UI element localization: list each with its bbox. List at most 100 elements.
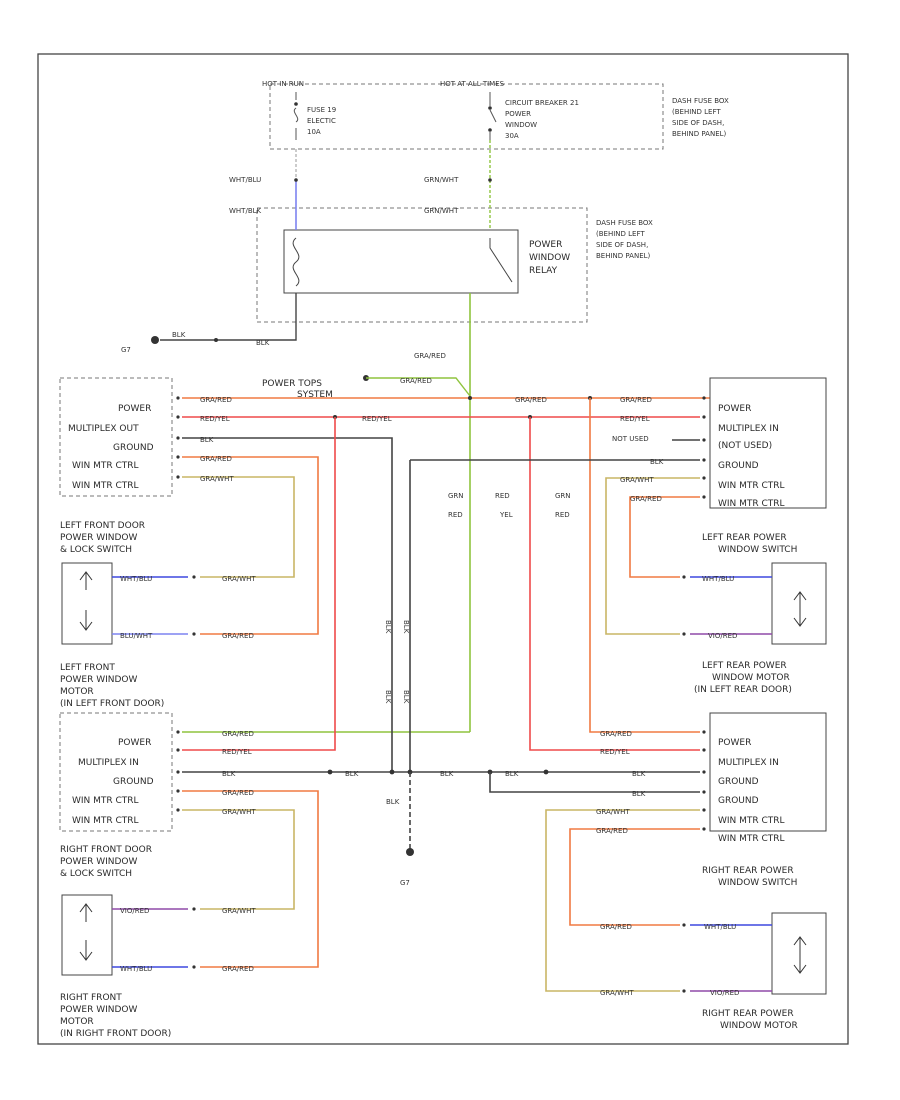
fusebox-location-2: (BEHIND LEFT — [672, 108, 721, 116]
lr-pin-not-used: (NOT USED) — [718, 441, 772, 451]
connector-pins — [176, 396, 706, 993]
lf-switch-name-1: LEFT FRONT DOOR — [60, 521, 145, 531]
lr-motor-wire-vio-red: VIO/RED — [708, 632, 737, 640]
lr-motor-wire-wht-blu: WHT/BLU — [702, 575, 734, 583]
relay-location-4: BEHIND PANEL) — [596, 252, 651, 260]
wire-blk-lr-ground — [409, 459, 700, 772]
vert-blk-label-1: BLK — [384, 620, 392, 634]
rr-motor-up-arrow-icon — [793, 936, 807, 955]
wire-blk-rr-ground-2 — [489, 772, 700, 793]
wire-gra-wht-lf-motor — [182, 476, 295, 578]
diagram-frame — [37, 53, 849, 1045]
dash-fuse-box: HOT IN RUN HOT AT ALL TIMES FUSE 19 ELEC… — [262, 80, 729, 180]
rr-wire-gra-wht: GRA/WHT — [596, 808, 630, 816]
lf-wire-blk: BLK — [200, 436, 214, 444]
power-tops-wire-label: GRA/RED — [400, 377, 432, 385]
rr-pin-ground-2: GROUND — [718, 796, 759, 806]
relay-out-gra-red: GRA/RED — [414, 352, 446, 360]
fuse-symbol — [293, 92, 299, 140]
fusebox-location-1: DASH FUSE BOX — [672, 97, 729, 105]
right-front-motor: RIGHT FRONT POWER WINDOW MOTOR (IN RIGHT… — [60, 894, 171, 1039]
vert-blk-label-3: BLK — [384, 690, 392, 704]
wire-blk-lf-ground — [182, 437, 393, 772]
hot-in-run-label: HOT IN RUN — [262, 80, 304, 88]
lf-motor-name-4: (IN LEFT FRONT DOOR) — [60, 699, 164, 709]
breaker-label-3: WINDOW — [505, 121, 537, 129]
rr-motor-name-1: RIGHT REAR POWER — [702, 1009, 794, 1019]
right-rear-motor: RIGHT REAR POWER WINDOW MOTOR — [702, 912, 827, 1031]
bus-wire-gra-red-2: GRA/RED — [515, 396, 547, 404]
rr-motor-name-2: WINDOW MOTOR — [720, 1021, 798, 1031]
rr-pin-ground-1: GROUND — [718, 777, 759, 787]
lf-motor-wire-gra-wht: GRA/WHT — [222, 575, 256, 583]
relay-wire-label-wht-blu: WHT/BLU — [229, 176, 261, 184]
rr-switch-name-1: RIGHT REAR POWER — [702, 866, 794, 876]
lr-pin-win-mtr-ctrl-2: WIN MTR CTRL — [718, 499, 785, 509]
rf-motor-wire-gra-red: GRA/RED — [222, 965, 254, 973]
lf-motor-wire-blu-wht: BLU/WHT — [120, 632, 153, 640]
rf-motor-down-arrow-icon — [79, 940, 93, 961]
left-front-switch: POWER MULTIPLEX OUT GROUND WIN MTR CTRL … — [59, 377, 173, 555]
power-tops-label-2: SYSTEM — [297, 390, 333, 400]
breaker-label-4: 30A — [505, 132, 519, 140]
lf-wire-red-yel-2: RED/YEL — [362, 415, 392, 423]
hot-at-all-times-label: HOT AT ALL TIMES — [440, 80, 505, 88]
mid-label-grn: GRN — [448, 492, 464, 500]
rr-pin-win-mtr-ctrl-1: WIN MTR CTRL — [718, 816, 785, 826]
rr-pin-multiplex-in: MULTIPLEX IN — [718, 758, 779, 768]
lf-pin-win-mtr-ctrl-1: WIN MTR CTRL — [72, 461, 139, 471]
wire-red-yel-rr — [529, 417, 700, 751]
relay-label-1: POWER — [529, 240, 562, 250]
ground-g7-top-icon — [151, 336, 159, 344]
rr-wire-blk: BLK — [632, 790, 646, 798]
wire-gra-red-lr — [629, 496, 700, 578]
lf-wire-gra-red-2: GRA/RED — [200, 455, 232, 463]
relay-contact — [489, 238, 513, 283]
relay-label-3: RELAY — [529, 266, 558, 276]
rf-motor-name-3: MOTOR — [60, 1017, 94, 1027]
lf-wire-gra-wht: GRA/WHT — [200, 475, 234, 483]
rf-motor-wire-wht-blu: WHT/BLU — [120, 965, 152, 973]
rr-pin-power: POWER — [718, 738, 751, 748]
rf-wire-gra-wht: GRA/WHT — [222, 808, 256, 816]
lr-pin-win-mtr-ctrl-1: WIN MTR CTRL — [718, 481, 785, 491]
mid-label-yel: YEL — [499, 511, 513, 519]
relay-wire-label-grn-wht-2: GRN/WHT — [424, 207, 459, 215]
lr-wire-red-yel: RED/YEL — [620, 415, 650, 423]
rf-switch-name-1: RIGHT FRONT DOOR — [60, 845, 152, 855]
rf-wire-gra-red-2: GRA/RED — [222, 789, 254, 797]
rr-wire-gra-red: GRA/RED — [600, 730, 632, 738]
rf-pin-win-mtr-ctrl-2: WIN MTR CTRL — [72, 816, 139, 826]
lf-motor-up-arrow-icon — [79, 571, 93, 590]
wire-red-yel-rf — [182, 417, 336, 751]
wire-gra-red-rr-power — [589, 398, 700, 733]
wire-gra-wht-lr — [605, 477, 700, 635]
rf-motor-name-4: (IN RIGHT FRONT DOOR) — [60, 1029, 171, 1039]
wire-grn-red-power-tops — [366, 377, 471, 397]
relay-ground-blk-2: BLK — [256, 339, 270, 347]
bus-wire-blk-1: BLK — [345, 770, 359, 778]
left-rear-motor: LEFT REAR POWER WINDOW MOTOR (IN LEFT RE… — [694, 562, 827, 695]
lf-motor-name-1: LEFT FRONT — [60, 663, 115, 673]
lf-motor-down-arrow-icon — [79, 610, 93, 631]
rf-motor-wire-vio-red: VIO/RED — [120, 907, 149, 915]
fusebox-location-3: SIDE OF DASH, — [672, 119, 724, 127]
breaker-label-1: CIRCUIT BREAKER 21 — [505, 99, 579, 107]
relay-location-3: SIDE OF DASH, — [596, 241, 648, 249]
ground-g7-bottom-label: G7 — [400, 879, 410, 887]
rf-pin-ground: GROUND — [113, 777, 154, 787]
lf-wire-red-yel: RED/YEL — [200, 415, 230, 423]
relay-coil — [292, 237, 300, 287]
rf-wire-blk: BLK — [222, 770, 236, 778]
lr-motor-up-arrow-icon — [793, 591, 807, 610]
relay-ground-blk-1: BLK — [172, 331, 186, 339]
fuse-label-3: 10A — [307, 128, 321, 136]
lf-switch-name-3: & LOCK SWITCH — [60, 545, 132, 555]
lf-motor-name-2: POWER WINDOW — [60, 675, 138, 685]
fusebox-location-4: BEHIND PANEL) — [672, 130, 727, 138]
rf-motor-wire-gra-wht: GRA/WHT — [222, 907, 256, 915]
mid-label-red: RED — [448, 511, 463, 519]
lr-motor-down-arrow-icon — [793, 608, 807, 627]
power-window-relay: POWER WINDOW RELAY DASH FUSE BOX (BEHIND… — [121, 140, 653, 360]
